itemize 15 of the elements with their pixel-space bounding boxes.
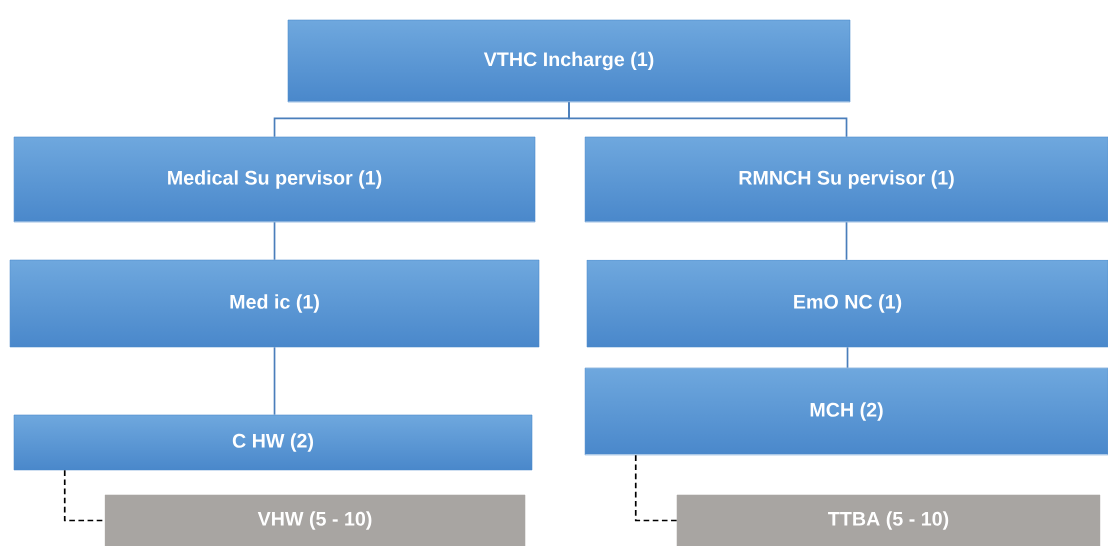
position-box: C HW (2)	[13, 414, 533, 471]
connector-line	[634, 454, 678, 522]
position-box: VTHC Incharge (1)	[287, 19, 851, 103]
staff-box: VHW (5 - 10)	[104, 494, 526, 546]
connector-line	[846, 346, 849, 369]
connector-line	[273, 346, 276, 416]
position-box: EmO NC (1)	[586, 259, 1108, 348]
staff-box: TTBA (5 - 10)	[676, 494, 1101, 546]
position-box: RMNCH Su pervisor (1)	[584, 136, 1108, 223]
connector-line	[845, 221, 848, 261]
position-box: MCH (2)	[584, 367, 1108, 456]
position-box: Med ic (1)	[9, 259, 540, 348]
connector-line	[568, 101, 848, 138]
connector-line	[273, 221, 276, 261]
position-box: Medical Su pervisor (1)	[13, 136, 536, 223]
